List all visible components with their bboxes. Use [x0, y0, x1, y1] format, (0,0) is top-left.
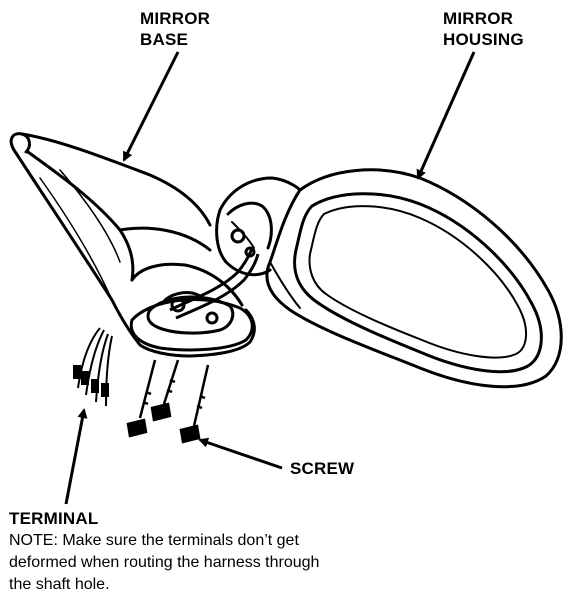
screw-label: SCREW	[290, 459, 355, 478]
leader-arrows	[64, 51, 476, 505]
screw-leader	[198, 437, 283, 470]
mirror-base-label-line2: BASE	[140, 30, 189, 49]
mirror-housing-label-line2: HOUSING	[443, 30, 524, 49]
mirror-housing-leader	[416, 51, 476, 180]
mirror-housing-drawing	[215, 168, 563, 389]
mirror-base-leader	[122, 51, 180, 162]
mirror-housing-label: MIRROR HOUSING	[443, 8, 524, 50]
mirror-base-drawing	[9, 132, 256, 358]
screw-right	[179, 364, 210, 444]
screw-left	[126, 359, 157, 438]
screws	[126, 359, 210, 444]
note-line-1: NOTE: Make sure the terminals don’t get	[9, 532, 299, 549]
note-line-2: deformed when routing the harness throug…	[9, 554, 320, 571]
screw-middle	[150, 359, 180, 422]
terminal-label: TERMINAL	[9, 509, 99, 528]
terminal-wires	[73, 327, 113, 407]
note-line-3: the shaft hole.	[9, 576, 110, 593]
mirror-base-label-line1: MIRROR	[140, 9, 211, 28]
note-block: TERMINAL NOTE: Make sure the terminals d…	[9, 508, 319, 596]
mirror-base-label: MIRROR BASE	[140, 8, 210, 50]
mirror-housing-label-line1: MIRROR	[443, 9, 514, 28]
terminal-leader	[64, 408, 88, 505]
